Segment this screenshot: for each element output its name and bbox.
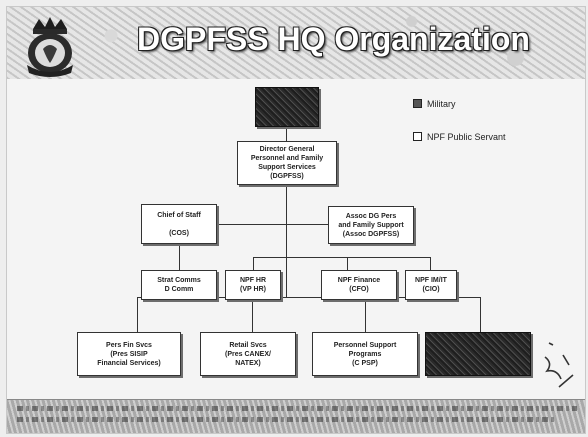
military-swatch — [413, 99, 422, 108]
page-title: DGPFSS HQ Organization — [137, 21, 530, 57]
connector-line — [365, 297, 366, 332]
connector-line — [253, 257, 430, 258]
box-line: (C PSP) — [352, 359, 378, 367]
connector-line — [480, 297, 481, 332]
connector-line — [252, 297, 253, 332]
box-line: Personnel Support — [333, 341, 397, 349]
box-line: Assoc DG Pers — [345, 212, 397, 220]
box-line: Programs — [348, 350, 382, 358]
box-line: (COS) — [169, 229, 189, 237]
bottom-box-redacted — [425, 332, 531, 376]
box-assoc-dg: Assoc DG Pers and Family Support (Assoc … — [328, 206, 414, 244]
box-line: (VP HR) — [240, 286, 266, 293]
box-line: Support Services — [258, 164, 316, 171]
box-npf-hr: NPF HR (VP HR) — [225, 270, 281, 300]
public-servant-swatch — [413, 132, 422, 141]
footer-text-illegible — [17, 406, 577, 411]
box-pers-fin-svcs: Pers Fin Svcs (Pres SISIP Financial Serv… — [77, 332, 181, 376]
box-line — [178, 220, 180, 229]
title-banner — [7, 7, 585, 79]
legend-public-servant: NPF Public Servant — [413, 132, 506, 142]
box-line: Strat Comms — [157, 277, 201, 284]
legend-military: Military — [413, 99, 456, 109]
signature-icon — [544, 342, 574, 388]
connector-line — [253, 257, 254, 270]
top-box-redacted — [255, 87, 319, 127]
box-line: NPF HR — [239, 277, 267, 284]
box-line: (CIO) — [422, 286, 440, 293]
box-npf-imit: NPF IM/IT (CIO) — [405, 270, 457, 300]
footer-banner — [7, 399, 585, 433]
box-strat-comms: Strat Comms D Comm — [141, 270, 217, 300]
connector-line — [137, 297, 480, 298]
connector-line — [179, 224, 328, 225]
box-line: Chief of Staff — [157, 211, 201, 219]
legend-military-label: Military — [427, 99, 456, 109]
box-line: NPF Finance — [337, 277, 381, 284]
box-line: (CFO) — [349, 286, 369, 293]
box-line: Director General — [259, 146, 315, 153]
box-line: (Assoc DGPFSS) — [342, 230, 400, 238]
connector-line — [179, 244, 180, 270]
box-line: Personnel and Family — [250, 155, 324, 162]
box-line: D Comm — [164, 286, 194, 293]
box-line: Retail Svcs — [229, 341, 267, 349]
connector-line — [286, 127, 287, 141]
connector-line — [347, 257, 348, 270]
crest-icon — [27, 17, 73, 77]
box-line: (Pres CANEX/ — [225, 350, 271, 358]
box-personnel-support: Personnel Support Programs (C PSP) — [312, 332, 418, 376]
box-chief-of-staff: Chief of Staff (COS) — [141, 204, 217, 244]
box-director-general: Director General Personnel and Family Su… — [237, 141, 337, 185]
box-line: NATEX) — [235, 359, 261, 367]
box-line: (Pres SISIP — [110, 350, 148, 358]
box-retail-svcs: Retail Svcs (Pres CANEX/ NATEX) — [200, 332, 296, 376]
slide: DGPFSS HQ Organization Military NPF Publ… — [6, 6, 586, 434]
box-line: (DGPFSS) — [270, 173, 304, 180]
box-line: Financial Services) — [97, 359, 161, 367]
box-npf-finance: NPF Finance (CFO) — [321, 270, 397, 300]
connector-line — [430, 257, 431, 270]
connector-line — [286, 185, 287, 297]
box-line: Pers Fin Svcs — [106, 341, 152, 349]
legend-public-servant-label: NPF Public Servant — [427, 132, 506, 142]
box-line: NPF IM/IT — [415, 277, 447, 284]
connector-line — [137, 297, 138, 332]
box-line: and Family Support — [338, 221, 404, 229]
footer-text-illegible — [17, 417, 557, 422]
